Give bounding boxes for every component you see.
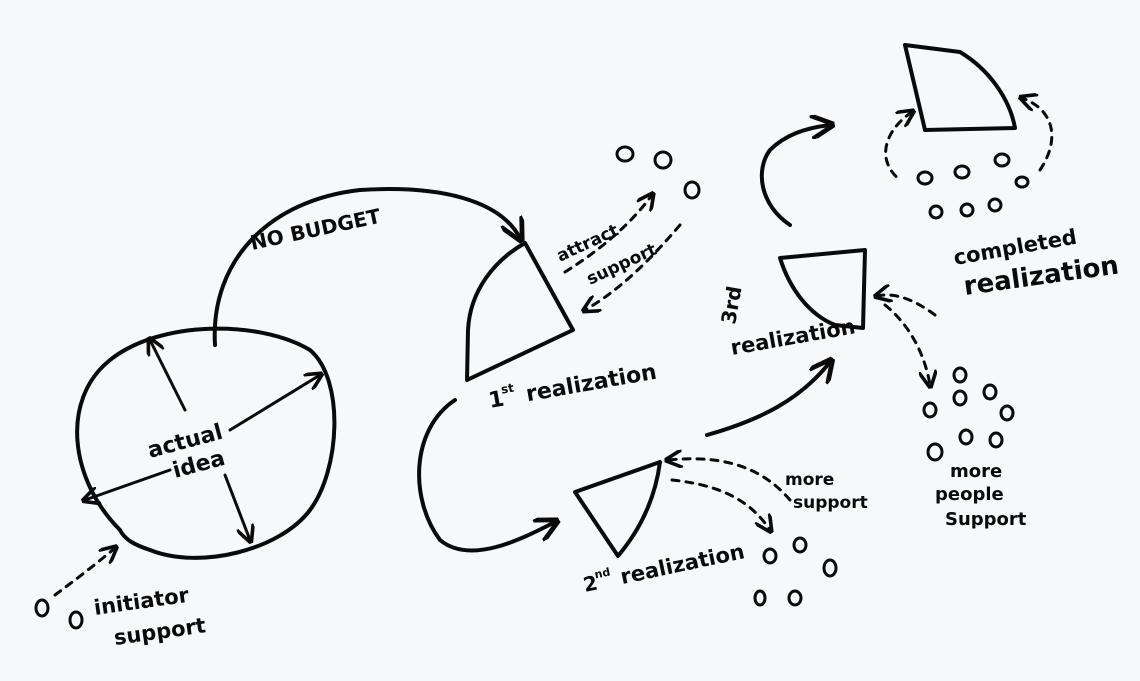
supporter-circle bbox=[988, 431, 1004, 449]
people-more-label: more bbox=[950, 461, 1002, 482]
supporter-circle bbox=[987, 197, 1003, 213]
arrow-right bbox=[228, 375, 320, 432]
no-budget-arrow bbox=[212, 187, 520, 347]
completed-realization-node: completed realization bbox=[884, 43, 1121, 302]
actual-idea-node: actual idea bbox=[75, 326, 337, 560]
people-support-arrow bbox=[877, 295, 937, 317]
supporter-circle bbox=[822, 558, 838, 578]
attract-arrow bbox=[563, 195, 652, 274]
completed-left-arrow bbox=[884, 112, 912, 182]
supporter-circle bbox=[952, 366, 968, 384]
more-support-label: support bbox=[793, 493, 868, 513]
supporter-circle bbox=[916, 170, 934, 186]
people-label: people bbox=[935, 484, 1004, 505]
support-arrow bbox=[585, 223, 682, 310]
completed-right-arrow bbox=[1022, 98, 1054, 172]
supporter-circle bbox=[982, 383, 998, 401]
second-superscript: nd bbox=[593, 565, 611, 581]
arrow-up bbox=[150, 340, 187, 412]
arrow-down bbox=[223, 473, 250, 540]
initiator-label: initiator bbox=[92, 583, 191, 620]
to-second-arrow bbox=[417, 398, 555, 553]
second-number: 2 bbox=[581, 571, 600, 597]
supporter-circle bbox=[958, 428, 974, 446]
completed-realization-shape bbox=[903, 43, 1017, 132]
supporter-circle bbox=[928, 204, 944, 220]
supporter-circle bbox=[1014, 175, 1030, 189]
to-completed-arrow bbox=[759, 125, 830, 227]
to-third-arrow bbox=[705, 362, 830, 437]
supporter-circle bbox=[953, 164, 971, 180]
second-realization-node: 2 nd realization more support bbox=[573, 459, 868, 607]
first-realization-label: realization bbox=[524, 360, 659, 408]
supporter-circle bbox=[922, 401, 938, 419]
initiator-circle bbox=[34, 598, 50, 618]
third-realization-label: realization bbox=[729, 314, 857, 360]
first-realization-node: 1 st realization attract support bbox=[465, 145, 701, 414]
initiator-circle bbox=[68, 610, 84, 630]
supporter-circle bbox=[999, 404, 1015, 422]
supporter-circle bbox=[787, 589, 803, 607]
supporter-circle bbox=[615, 145, 635, 163]
supporter-circle bbox=[683, 180, 701, 200]
no-budget-label: NO BUDGET bbox=[248, 204, 383, 255]
supporter-circle bbox=[959, 202, 975, 218]
supporter-circle bbox=[753, 589, 767, 607]
third-label: 3rd bbox=[716, 284, 746, 326]
more-support-arrow bbox=[668, 459, 792, 502]
supporter-circle bbox=[792, 536, 808, 554]
first-superscript: st bbox=[500, 381, 515, 397]
more-label: more bbox=[785, 470, 834, 490]
idea-circle bbox=[75, 326, 337, 560]
initiator-support-arrow bbox=[53, 548, 115, 597]
second-realization-shape bbox=[573, 460, 662, 558]
arrow-left bbox=[85, 468, 172, 500]
supporter-circle bbox=[762, 547, 778, 565]
first-realization-shape bbox=[465, 241, 575, 382]
people-support-label: Support bbox=[945, 509, 1027, 530]
initiator-group: initiator support bbox=[34, 548, 207, 650]
first-number: 1 bbox=[487, 387, 506, 414]
to-people-arrow bbox=[883, 303, 930, 385]
to-supporters-arrow bbox=[670, 478, 770, 530]
supporter-circle bbox=[952, 389, 968, 407]
initiator-support-label: support bbox=[112, 613, 207, 650]
third-realization-shape bbox=[778, 248, 867, 330]
supporter-circle bbox=[653, 150, 673, 170]
supporter-circle bbox=[926, 442, 944, 462]
second-realization-label: realization bbox=[618, 539, 746, 589]
supporter-circle bbox=[993, 152, 1011, 168]
